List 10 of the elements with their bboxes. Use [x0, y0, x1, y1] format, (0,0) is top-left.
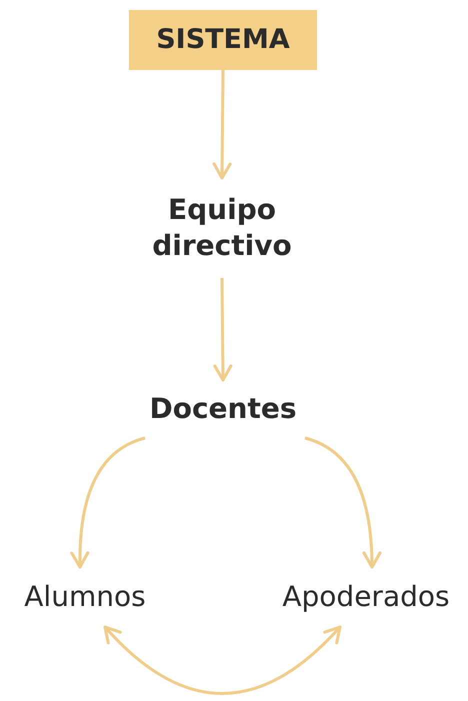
- arrow: [212, 70, 232, 180]
- role-label: Apoderados: [266, 567, 466, 627]
- arrow: [104, 626, 342, 695]
- role-label: Docentes: [135, 380, 311, 438]
- arrow: [304, 436, 382, 568]
- arrow: [213, 278, 232, 382]
- system-box: SISTEMA: [129, 10, 317, 70]
- arrow: [70, 436, 146, 568]
- role-label: Alumnos: [6, 567, 164, 627]
- role-label: Equipo directivo: [130, 178, 314, 278]
